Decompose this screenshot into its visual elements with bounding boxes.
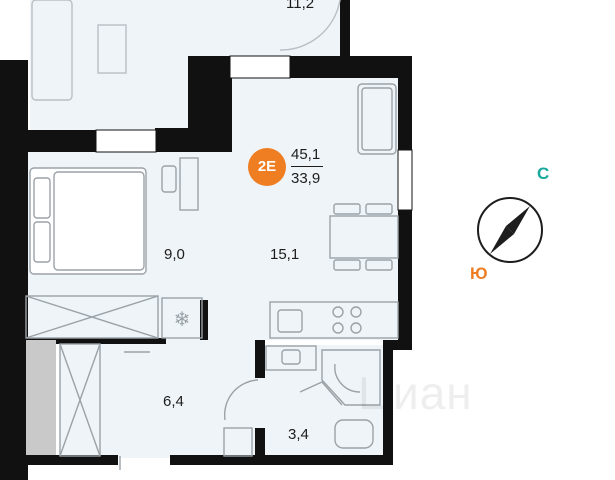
- area-divider: [291, 166, 323, 167]
- unit-type-badge: 2E: [248, 148, 286, 186]
- wardrobe: [25, 295, 159, 339]
- kitchen-counter: [269, 301, 399, 339]
- snowflake-icon: ❄: [174, 307, 191, 331]
- watermark-logo: Циан: [358, 367, 473, 419]
- compass-icon: [477, 197, 543, 263]
- compass-north-label: С: [537, 164, 550, 183]
- total-area: 45,1: [291, 146, 321, 163]
- desk: [161, 157, 199, 211]
- bed: [29, 167, 147, 275]
- bathroom-fixtures: [223, 345, 381, 457]
- dining-table: [329, 203, 399, 271]
- bedroom-area-label: 9,0: [164, 246, 185, 263]
- sofa: [357, 83, 397, 155]
- hallway-closet: [59, 343, 150, 470]
- bathroom-area-label: 3,4: [288, 426, 309, 443]
- freezer: [161, 297, 203, 339]
- living-room-floor: [205, 78, 401, 340]
- balcony-area-label: 11,2: [286, 0, 315, 12]
- hallway-area-label: 6,4: [163, 393, 184, 410]
- balcony-furniture: [31, 0, 341, 101]
- living-area: 33,9: [291, 170, 321, 187]
- windows: [95, 55, 413, 211]
- compass-south-label: Ю: [470, 264, 488, 283]
- living-room-area-label: 15,1: [270, 246, 300, 263]
